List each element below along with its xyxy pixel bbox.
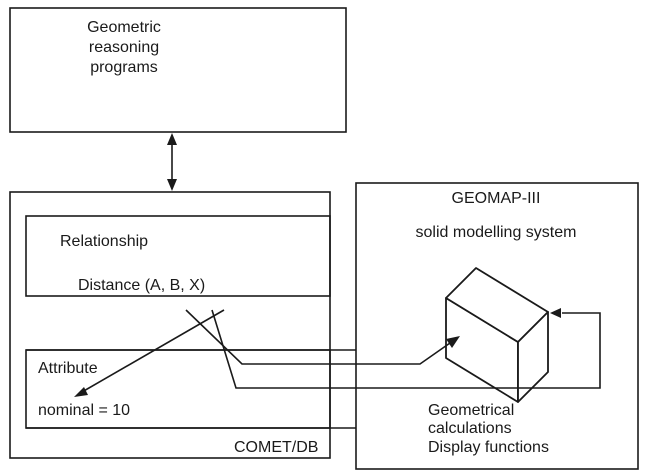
relationship-expression: Distance (A, B, X) (78, 277, 205, 294)
cube-side-face (517, 311, 549, 403)
cube-feedback-line (211, 309, 601, 389)
bidirectional-arrow (167, 133, 177, 191)
geometric-reasoning-line-1: Geometric (87, 19, 161, 36)
geometric-reasoning-line-2: reasoning (89, 39, 159, 56)
cube-feedback-arrowhead (550, 308, 561, 318)
geomap-subtitle: solid modelling system (416, 224, 577, 241)
attribute-title: Attribute (38, 360, 98, 377)
geomap-function-line-1: Geometrical (428, 402, 514, 419)
geometric-reasoning-line-3: programs (90, 59, 158, 76)
geomap-function-line-2: calculations (428, 420, 512, 437)
arrowhead-down (167, 179, 177, 191)
comet-db-label: COMET/DB (234, 439, 318, 456)
comet-db-node: COMET/DB (9, 191, 331, 459)
geomap-function-line-3: Display functions (428, 439, 549, 456)
geomap-title: GEOMAP-III (452, 190, 541, 207)
relationship-node: Relationship Distance (A, B, X) (25, 215, 331, 297)
relationship-to-attribute-connector (74, 309, 225, 397)
relationship-title: Relationship (60, 233, 148, 250)
geometric-reasoning-node: Geometric reasoning programs (9, 7, 347, 133)
relationship-to-attribute-arrowhead (74, 387, 88, 397)
relationship-to-cube-arrowhead (446, 336, 460, 348)
solid-model-cube-icon (445, 267, 549, 403)
relationship-to-cube-connector (185, 309, 460, 365)
cube-feedback-connector (211, 308, 601, 389)
comet-db-box (9, 191, 331, 459)
geomap-box (355, 182, 639, 470)
relationship-to-cube-line (185, 309, 451, 365)
relationship-to-attribute-line (81, 309, 225, 393)
arrowhead-up (167, 133, 177, 145)
geometric-reasoning-box (9, 7, 347, 133)
geomap-node: GEOMAP-III solid modelling system Geomet… (355, 182, 639, 470)
relationship-box (25, 215, 331, 297)
attribute-node: Attribute nominal = 10 (25, 349, 331, 429)
attribute-value: nominal = 10 (38, 402, 130, 419)
comet-to-geomap-links (26, 349, 356, 429)
